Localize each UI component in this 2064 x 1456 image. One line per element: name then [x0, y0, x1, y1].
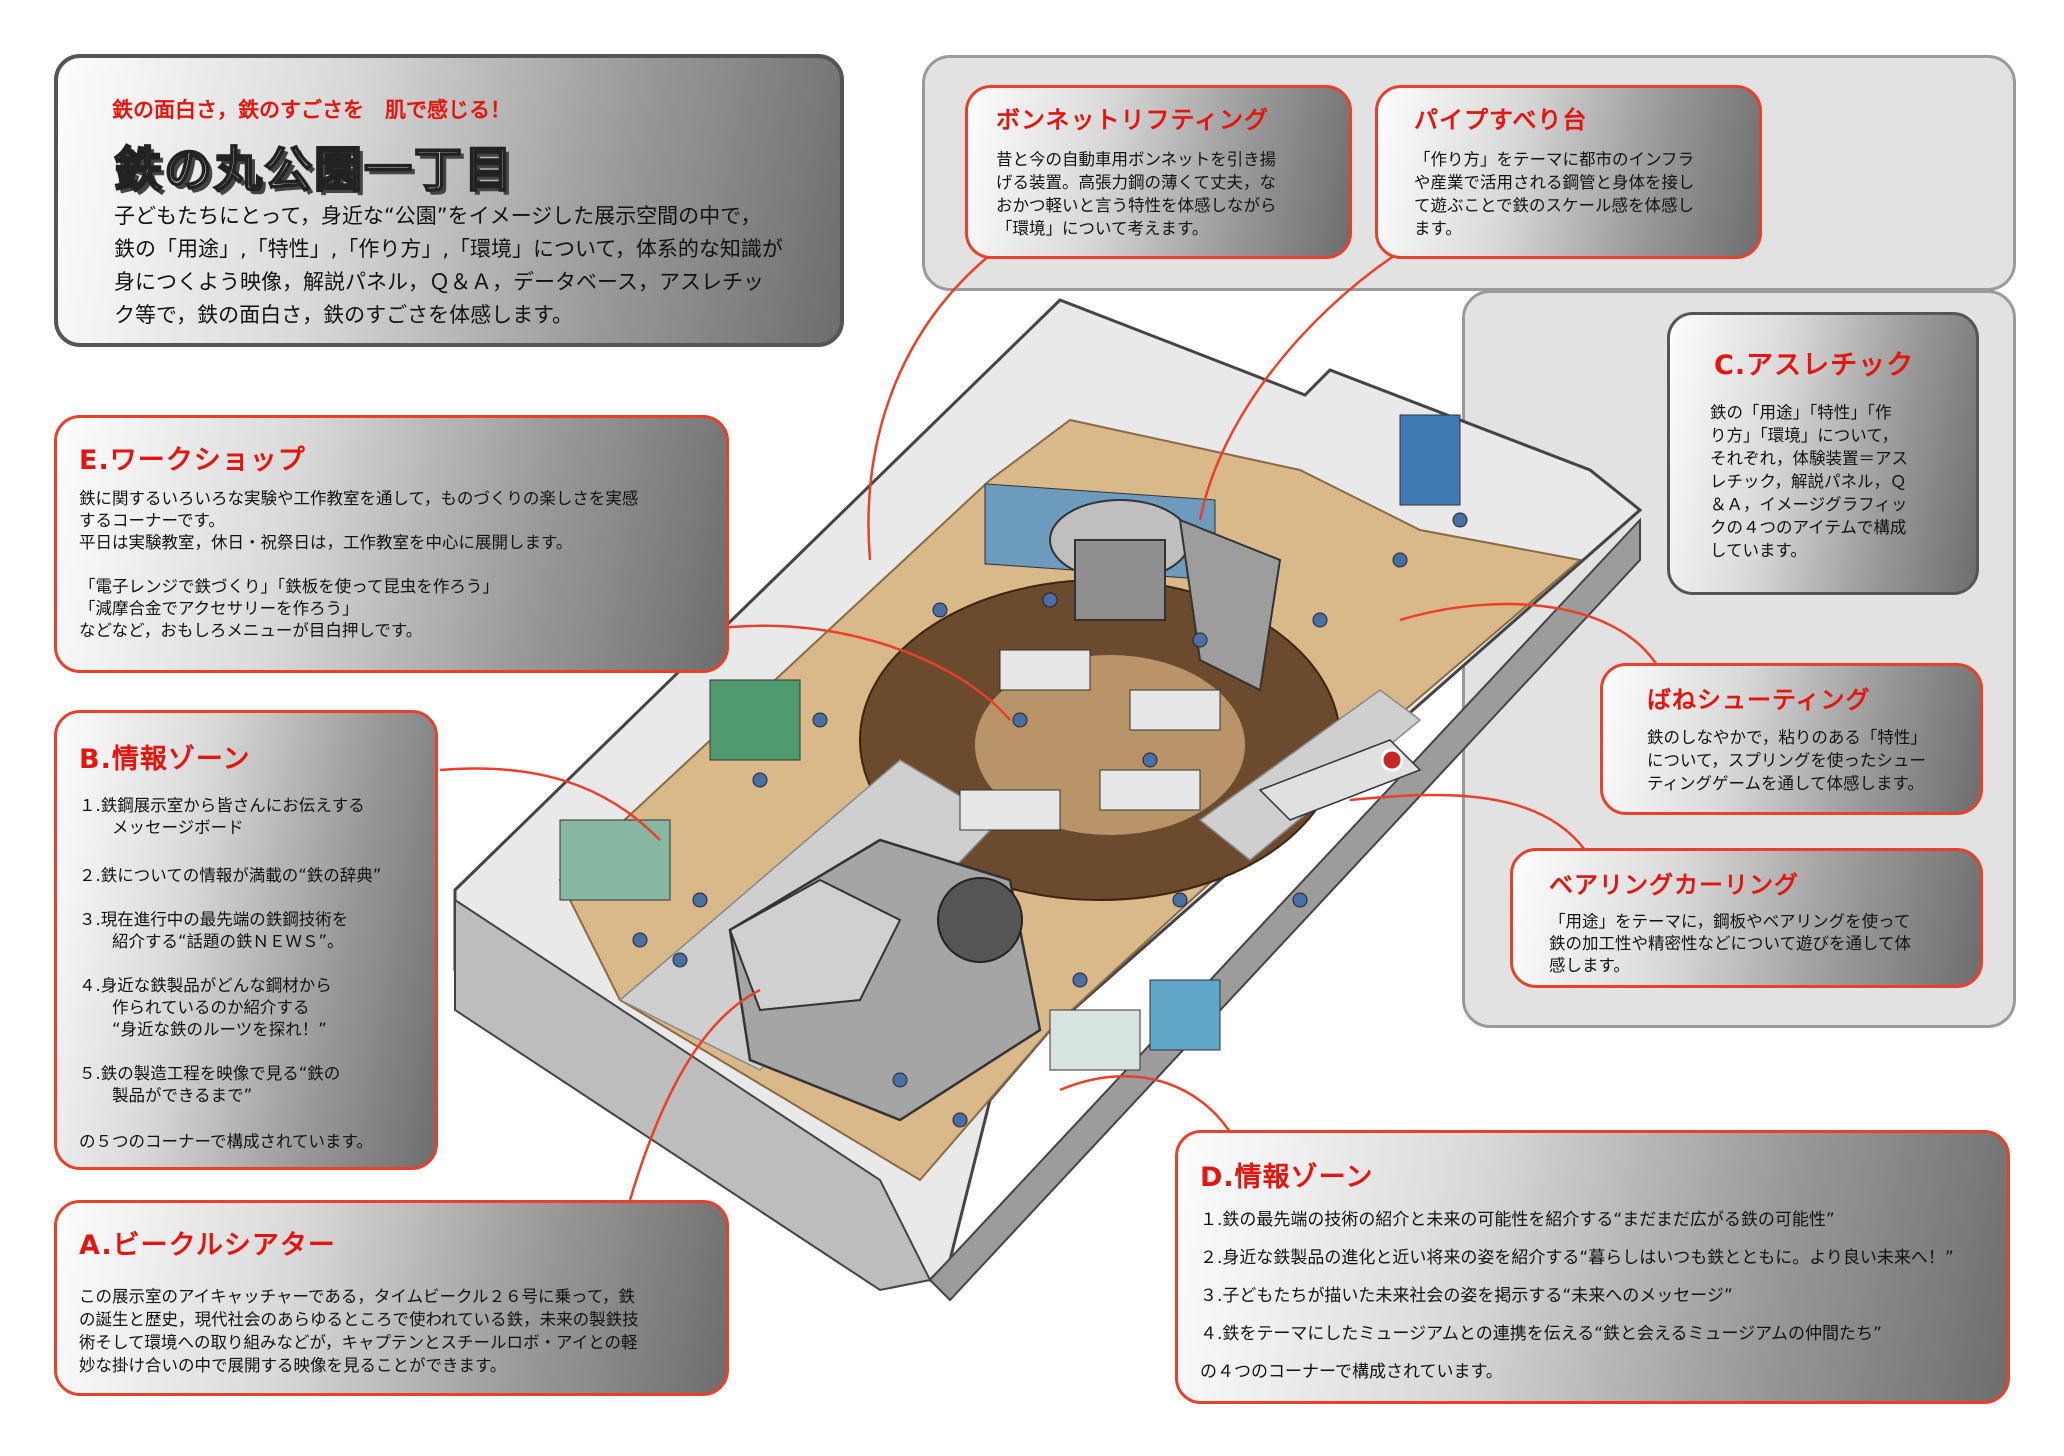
bearing-curling-panel: ベアリングカーリング 「用途」をテーマに，鋼板やベアリングを使って 鉄の加工性や…	[1510, 848, 1983, 988]
wall-display-panel	[1149, 979, 1221, 1051]
header-tagline: 鉄の面白さ，鉄のすごさを 肌で感じる！	[112, 98, 511, 122]
workshop-panel: E.ワークショップ 鉄に関するいろいろな実験や工作教室を通して，ものづくりの楽し…	[54, 415, 729, 673]
leader-line-vehicle	[628, 988, 761, 1201]
pipe-slide-tower-base	[1074, 539, 1166, 621]
vehicle-theater-body: この展示室のアイキャッチャーである，タイムビークル２６号に乗って，鉄 の誕生と歴…	[79, 1287, 639, 1375]
leader-line-spring	[1399, 602, 1662, 671]
workshop-body: 鉄に関するいろいろな実験や工作教室を通して，ものづくりの楽しさを実感 するコーナ…	[79, 489, 639, 640]
info-zone-b-title: B.情報ゾーン	[79, 744, 251, 775]
wall-display-panel	[709, 679, 801, 761]
header-panel: 鉄の面白さ，鉄のすごさを 肌で感じる！ 鉄の丸公園一丁目 子どもたちにとって，身…	[54, 54, 844, 347]
workshop-table	[1129, 689, 1221, 731]
info-zone-d-footer: の４つのコーナーで構成されています。	[1200, 1362, 1503, 1382]
workshop-table	[959, 789, 1061, 831]
leader-line-bonnet	[867, 254, 991, 561]
leader-line-pipe	[1198, 253, 1396, 521]
info-zone-d-item: ４.鉄をテーマにしたミュージアムとの連携を伝える“鉄と会えるミュージアムの仲間た…	[1200, 1324, 1882, 1344]
info-zone-d-item: １.鉄の最先端の技術の紹介と未来の可能性を紹介する“まだまだ広がる鉄の可能性”	[1200, 1210, 1835, 1230]
leader-line-info-b	[439, 767, 661, 841]
curling-target	[1380, 748, 1404, 772]
info-zone-b-item: ２.鉄についての情報が満載の“鉄の辞典”	[79, 866, 382, 885]
bonnet-lifting-body: 昔と今の自動車用ボンネットを引き揚 げる装置。高張力鋼の薄くて丈夫，な おかつ軽…	[996, 150, 1277, 238]
athletic-title: C.アスレチック	[1714, 350, 1915, 381]
bonnet-lifting-panel: ボンネットリフティング 昔と今の自動車用ボンネットを引き揚 げる装置。高張力鋼の…	[965, 85, 1352, 259]
pipe-slide-title: パイプすべり台	[1414, 106, 1588, 134]
visitors	[632, 512, 1468, 1128]
info-zone-b-item: １.鉄鋼展示室から皆さんにお伝えする メッセージボード	[79, 796, 365, 837]
wall-display-panel	[1399, 414, 1461, 506]
info-zone-b-item: ３.現在進行中の最先端の鉄鋼技術を 紹介する“話題の鉄ＮＥＷＳ”。	[79, 910, 349, 951]
wall-display-panel	[1049, 1009, 1141, 1071]
athletic-panel: C.アスレチック 鉄の「用途」「特性」「作 り方」「環境」について， それぞれ，…	[1667, 312, 1979, 595]
bearing-curling-lane	[1258, 739, 1422, 821]
workshop-title: E.ワークショップ	[79, 445, 306, 476]
bonnet-lifting-title: ボンネットリフティング	[996, 106, 1270, 134]
info-zone-b-panel: B.情報ゾーン １.鉄鋼展示室から皆さんにお伝えする メッセージボード ２.鉄に…	[54, 710, 438, 1170]
bearing-curling-body: 「用途」をテーマに，鋼板やベアリングを使って 鉄の加工性や精密性などについて遊び…	[1549, 912, 1912, 975]
building-front-wall	[454, 898, 932, 1292]
vehicle-theater-title: A.ビークルシアター	[79, 1230, 336, 1261]
bearing-curling-title: ベアリングカーリング	[1549, 871, 1799, 899]
info-zone-d-item: ２.身近な鉄製品の進化と近い将来の姿を紹介する“暮らしはいつも鉄とともに。より良…	[1200, 1248, 1954, 1268]
workshop-table	[1099, 769, 1201, 811]
info-zone-b-item: ４.身近な鉄製品がどんな鋼材から 作られているのか紹介する “身近な鉄のルーツを…	[79, 976, 332, 1039]
vehicle-theater-panel: A.ビークルシアター この展示室のアイキャッチャーである，タイムビークル２６号に…	[54, 1200, 729, 1396]
leader-line-bearing	[1349, 793, 1586, 851]
workshop-table	[999, 649, 1091, 691]
spring-shooting-title: ばねシューティング	[1647, 686, 1871, 714]
info-zone-d-title: D.情報ゾーン	[1200, 1162, 1374, 1193]
header-body: 子どもたちにとって，身近な“公園”をイメージした展示空間の中で， 鉄の「用途」,…	[114, 204, 783, 327]
leader-line-info-d	[1059, 1075, 1237, 1141]
athletic-body: 鉄の「用途」「特性」「作 り方」「環境」について， それぞれ，体験装置＝アス レ…	[1710, 403, 1908, 560]
spring-shooting-panel: ばねシューティング 鉄のしなやかで，粘りのある「特性」 について，スプリングを使…	[1600, 663, 1983, 815]
info-zone-d-item: ３.子どもたちが描いた未来社会の姿を掲示する“未来へのメッセージ”	[1200, 1286, 1733, 1306]
truck-cab	[728, 878, 902, 1012]
leader-lines	[439, 253, 1662, 1201]
pipe-slide-panel: パイプすべり台 「作り方」をテーマに都市のインフラ や産業で活用される鋼管と身体…	[1375, 85, 1762, 259]
info-zone-b-footer: の５つのコーナーで構成されています。	[79, 1132, 373, 1151]
truck-wheel	[937, 877, 1023, 963]
spring-shooting-body: 鉄のしなやかで，粘りのある「特性」 について，スプリングを使ったシュー ティング…	[1647, 728, 1927, 793]
pipe-slide-body: 「作り方」をテーマに都市のインフラ や産業で活用される鋼管と身体を接し て遊ぶこ…	[1414, 150, 1695, 238]
info-zone-b-item: ５.鉄の製造工程を映像で見る“鉄の 製品ができるまで”	[79, 1064, 341, 1105]
header-title: 鉄の丸公園一丁目	[113, 141, 515, 199]
athletic-staircase	[1178, 518, 1282, 692]
info-zone-d-panel: D.情報ゾーン １.鉄の最先端の技術の紹介と未来の可能性を紹介する“まだまだ広が…	[1175, 1130, 2010, 1404]
